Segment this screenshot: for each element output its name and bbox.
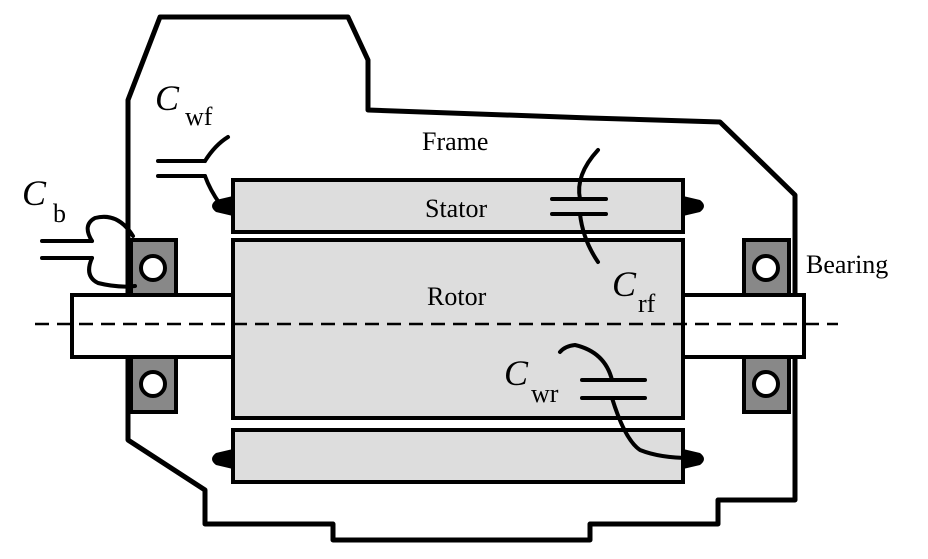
rotor-body [231,238,685,420]
crf-symbol: C [612,264,637,304]
shaft-left [70,293,236,359]
bearing-label: Bearing [806,250,888,279]
cwr-subscript: wr [531,379,559,408]
cwf-symbol: C [155,78,180,118]
shaft-right [678,293,806,359]
cwf-subscript: wf [185,102,213,131]
stator-label: Stator [425,194,487,223]
bearing-left-bottom [129,355,178,414]
bearing-left-top [129,238,178,297]
crf-subscript: rf [638,289,656,318]
cb-subscript: b [53,199,66,228]
frame-outline [125,14,798,543]
capacitor-cwf [156,135,230,206]
stator-bottom [231,428,685,484]
capacitor-crf [550,148,608,264]
bearing-right-top [742,238,791,297]
stator-top-winding-right [683,196,704,216]
cb-symbol: C [22,173,47,213]
capacitor-cb [40,214,137,289]
frame-label: Frame [422,127,488,156]
cwr-symbol: C [504,353,529,393]
stator-bottom-winding-right [683,449,704,469]
rotor-label: Rotor [427,282,487,311]
stator-bottom-winding-left [212,449,233,469]
capacitor-cwr [558,342,692,460]
bearing-right-bottom [742,355,791,414]
